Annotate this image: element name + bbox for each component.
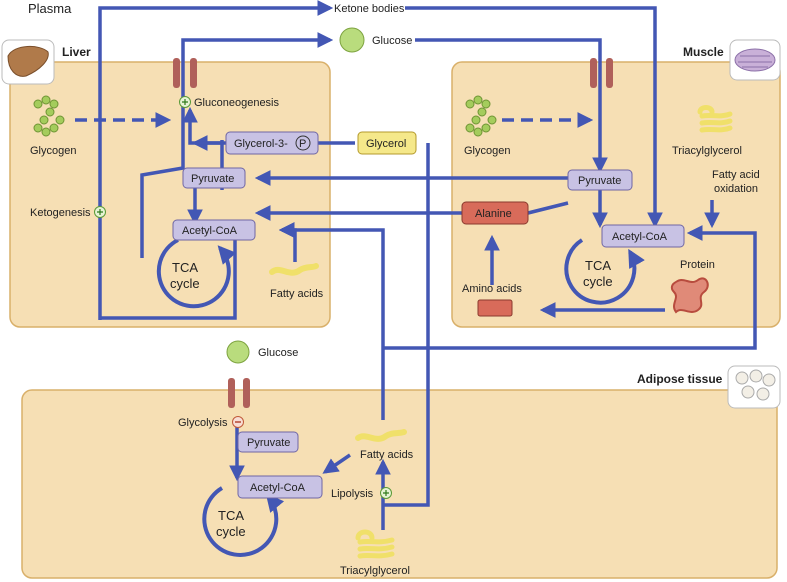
- adipose-triacylglycerol-label: Triacylglycerol: [340, 565, 410, 577]
- liver-glycogen-label: Glycogen: [30, 145, 76, 157]
- liver-fatty-acids-label: Fatty acids: [270, 288, 324, 300]
- glycerol3p-box: Glycerol-3- P: [225, 131, 319, 155]
- glucose-icon: [339, 27, 365, 53]
- muscle-acetyl-coa-box: Acetyl-CoA: [601, 224, 685, 248]
- channel-icon: [173, 58, 197, 88]
- liver-tca-label-1: TCA: [172, 260, 198, 275]
- amino-acids-label: Amino acids: [462, 283, 522, 295]
- glycolysis-label: Glycolysis: [178, 417, 228, 429]
- glycogen-icon: [33, 95, 65, 137]
- liver-acetyl-coa-label: Acetyl-CoA: [182, 225, 238, 237]
- glycerol3p-label: Glycerol-3-: [234, 138, 288, 150]
- liver-tca-cycle: [156, 238, 237, 309]
- muscle-triacylglycerol-label: Triacylglycerol: [672, 145, 742, 157]
- adipose-fatty-acids-label: Fatty acids: [360, 449, 414, 461]
- adipose-acetyl-coa-label: Acetyl-CoA: [250, 482, 306, 494]
- plasma-label: Plasma: [28, 1, 72, 16]
- alanine-box: Alanine: [461, 201, 529, 225]
- plus-icon: [94, 206, 106, 218]
- triacylglycerol-icon: [355, 529, 395, 559]
- adipose-tca-cycle: [202, 486, 285, 557]
- adipose-tca-label-1: TCA: [218, 508, 244, 523]
- adipose-pyruvate-label: Pyruvate: [247, 437, 290, 449]
- protein-label: Protein: [680, 259, 715, 271]
- amino-acids-box: [477, 299, 513, 317]
- muscle-acetyl-coa-label: Acetyl-CoA: [612, 231, 668, 243]
- adipose-pyruvate-box: Pyruvate: [237, 431, 299, 453]
- adipose-acetyl-coa-box: Acetyl-CoA: [237, 475, 323, 499]
- liver-panel: [9, 61, 331, 328]
- liver-pyruvate-label: Pyruvate: [191, 173, 234, 185]
- protein-icon: [670, 277, 709, 314]
- glycogen-icon: [465, 95, 497, 137]
- pathway-arrows: [98, 0, 757, 530]
- muscle-pyruvate-label: Pyruvate: [578, 175, 621, 187]
- muscle-glycogen-label: Glycogen: [464, 145, 510, 157]
- glycerol-box: Glycerol: [357, 131, 417, 155]
- alanine-label: Alanine: [475, 208, 512, 220]
- adipose-tca-label-2: cycle: [216, 524, 246, 539]
- triacylglycerol-icon: [697, 105, 733, 133]
- adipose-title: Adipose tissue: [637, 372, 723, 386]
- fa-oxidation-label-1: Fatty acid: [712, 169, 760, 181]
- muscle-tca-label-1: TCA: [585, 258, 611, 273]
- phosphate-label: P: [299, 138, 306, 150]
- channel-icon: [590, 58, 613, 88]
- liver-tca-label-2: cycle: [170, 276, 200, 291]
- adipose-panel: [21, 389, 778, 579]
- fatty-acid-icon: [269, 263, 319, 276]
- plasma-glucose-label: Glucose: [372, 35, 412, 47]
- liver-acetyl-coa-box: Acetyl-CoA: [172, 219, 256, 241]
- liver-title: Liver: [62, 45, 91, 59]
- minus-icon: [232, 416, 244, 428]
- muscle-title: Muscle: [683, 45, 724, 59]
- lipolysis-label: Lipolysis: [331, 488, 374, 500]
- fa-oxidation-label-2: oxidation: [714, 183, 758, 195]
- channel-icon: [228, 378, 250, 408]
- ketogenesis-label: Ketogenesis: [30, 207, 91, 219]
- liver-pyruvate-box: Pyruvate: [182, 167, 246, 189]
- ketone-bodies-label: Ketone bodies: [334, 3, 405, 15]
- muscle-panel: [451, 61, 781, 328]
- glucose-icon: [226, 340, 250, 364]
- muscle-tca-cycle: [564, 238, 645, 305]
- plus-icon: [179, 96, 191, 108]
- liver-icon: [1, 39, 55, 85]
- plus-icon: [380, 487, 392, 499]
- fatty-acid-icon: [355, 429, 407, 442]
- glycerol-label: Glycerol: [366, 138, 406, 150]
- muscle-icon: [729, 39, 781, 81]
- adipose-glucose-label: Glucose: [258, 347, 298, 359]
- gluconeogenesis-label: Gluconeogenesis: [194, 97, 280, 109]
- muscle-pyruvate-box: Pyruvate: [567, 169, 633, 191]
- muscle-tca-label-2: cycle: [583, 274, 613, 289]
- adipose-icon: [727, 365, 781, 409]
